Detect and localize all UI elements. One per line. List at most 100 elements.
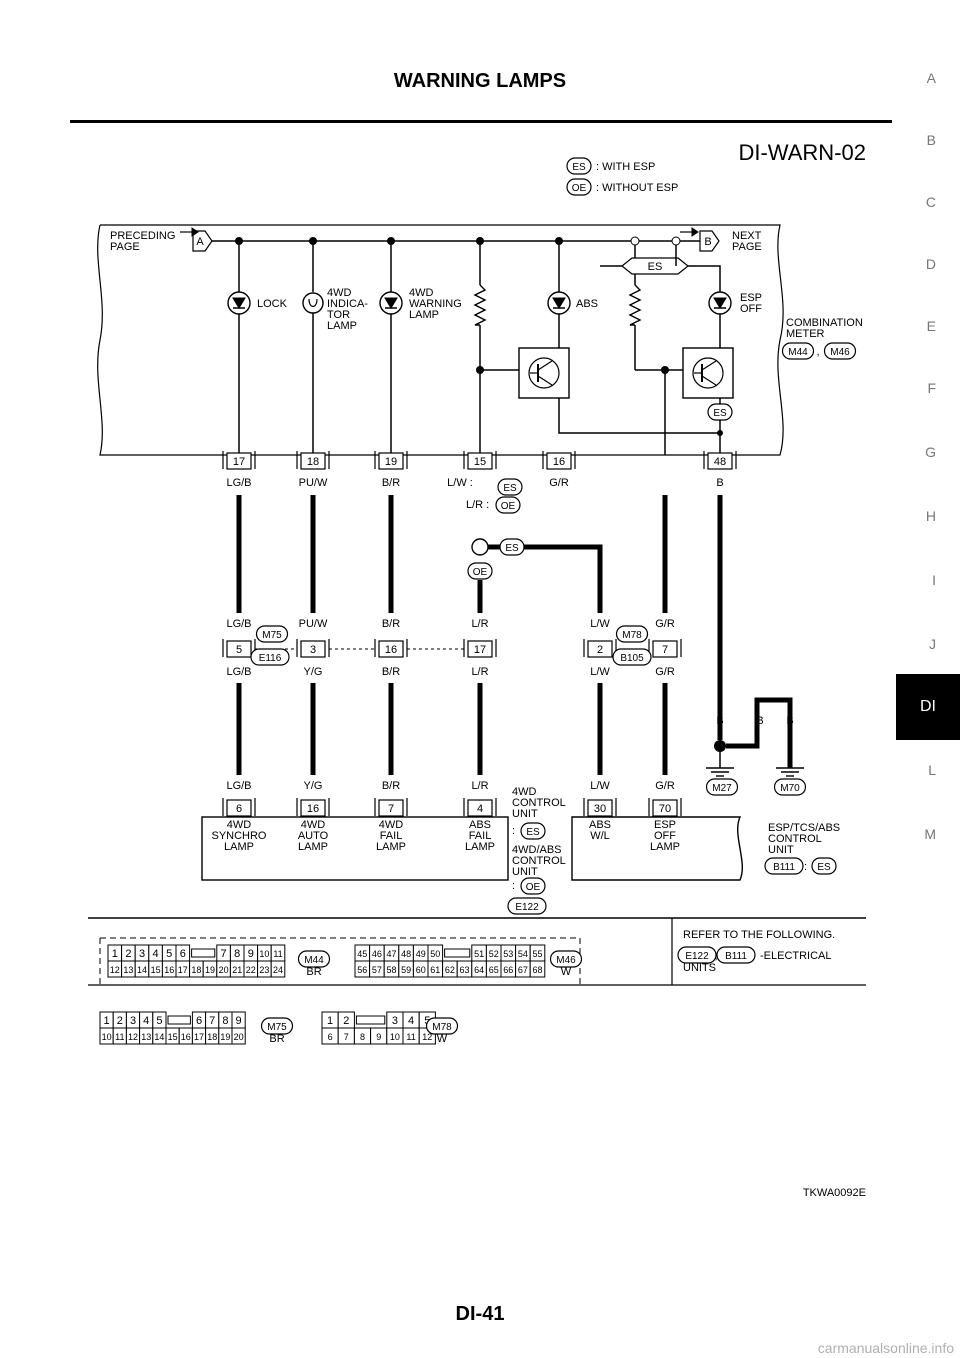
page-link-arrow-icon [192,230,213,252]
control-lamp-label: 4WD [227,819,252,831]
diode-triangle [713,297,727,309]
pin-number: 7 [388,803,394,815]
control-pin-7 [378,799,404,817]
section-tab-b[interactable]: B [926,132,936,148]
pin-number: 61 [430,965,440,975]
lamp-label: TOR [327,309,350,321]
next-page-label: NEXT [732,230,762,242]
wire-color-label: LG/B [226,666,251,678]
harness-wire [488,544,603,613]
pin-number: 17 [194,1032,204,1042]
connector-color-label: BR [306,966,321,978]
connector-tag [297,950,331,968]
pin-number: 16 [385,644,397,656]
section-tab-di[interactable]: DI [896,674,960,740]
control-lamp-label: OFF [654,830,676,842]
pin-number: 12 [128,1032,138,1042]
pin-number: 64 [474,965,484,975]
pin-number: 4 [408,1015,414,1027]
wire-color-label: LG/B [226,618,251,630]
diode-triangle [384,297,398,309]
combination-meter-outline [97,224,784,456]
pin-number: 66 [503,965,513,975]
wire-color-label: L/R [471,666,488,678]
pin-number: 2 [343,1015,349,1027]
wire-color-label: PU/W [299,477,328,489]
section-tab-e[interactable]: E [926,318,936,334]
transistor-lead [701,360,717,371]
pin-number: 9 [236,1015,242,1027]
pin-number: 70 [659,803,671,815]
pin-number: 12 [422,1032,432,1042]
wire-color-label: G/R [549,477,569,489]
diagram-id: DI-WARN-02 [738,140,866,165]
control-lamp-label: FAIL [469,830,492,842]
pin-number: 18 [307,456,319,468]
connector-tag [250,648,290,666]
connector-tag-label: E122 [515,902,539,913]
section-tab-j[interactable]: J [929,636,936,652]
pin-number: 62 [445,965,455,975]
wire-color-label: Y/G [304,666,323,678]
pin-number: 6 [196,1015,202,1027]
pin-number: 11 [406,1032,415,1042]
indicator-bulb-icon [302,292,324,314]
wire-color-label: G/R [655,780,675,792]
es-tag [707,403,733,421]
es-tag-label: ES [817,862,831,873]
section-tab-g[interactable]: G [925,444,936,460]
pin-number: 16 [181,1032,191,1042]
pin-number: 13 [123,965,133,975]
esp-control-unit-label: UNIT [768,844,794,856]
control-lamp-label: LAMP [650,841,680,853]
pin-number: 8 [222,1015,228,1027]
splice-point [471,538,489,556]
lamp-label: ESP [740,292,762,304]
section-tab-c[interactable]: C [925,194,936,210]
ground-splice [714,740,726,752]
control-unit-label: UNIT [512,808,538,820]
connector-color-label: W [561,966,572,978]
lamp-label: LAMP [327,320,357,332]
control-lamp-label: ABS [589,819,611,831]
ground-tag [705,778,739,796]
section-tab-f[interactable]: F [927,380,936,396]
refer-text: UNITS [683,962,716,974]
section-tab-a[interactable]: A [926,70,936,86]
pin-number: 23 [259,965,269,975]
connector-tag [507,897,547,915]
pin-number: 6 [236,803,242,815]
connector-tag-label: M75 [267,1022,287,1033]
joint-pin-16 [378,640,404,658]
pin-number: 19 [385,456,397,468]
pin-number: 8 [360,1032,365,1042]
pin-number: 7 [662,644,668,656]
joint-pin-17 [467,640,493,658]
connector-tag [781,342,815,360]
pin-number: 3 [139,948,145,960]
pin-number: 46 [372,949,382,959]
section-tab-i[interactable]: I [932,572,936,588]
section-tab-l[interactable]: L [928,762,936,778]
control-lamp-label: W/L [590,830,610,842]
ground-tag-label: M27 [712,783,732,794]
control-lamp-label: ABS [469,819,491,831]
section-tab-h[interactable]: H [925,508,936,524]
page-link-tag: A [196,236,204,248]
oe-tag-label: OE [501,501,516,512]
connector-tag [612,648,652,666]
joint-pin-5 [226,640,252,658]
pin-cell [270,960,286,978]
lamp-label: LAMP [409,309,439,321]
section-tab-m[interactable]: M [924,826,936,842]
section-tab-d[interactable]: D [925,256,936,272]
junction-dot [717,430,723,436]
control-lamp-label: SYNCHRO [211,830,266,842]
pin-number: 47 [386,949,396,959]
resistor-icon [473,284,487,326]
connector-tag [425,1017,459,1035]
oe-tag [467,562,493,580]
pin-number: 56 [357,965,367,975]
connector-tag [549,950,583,968]
